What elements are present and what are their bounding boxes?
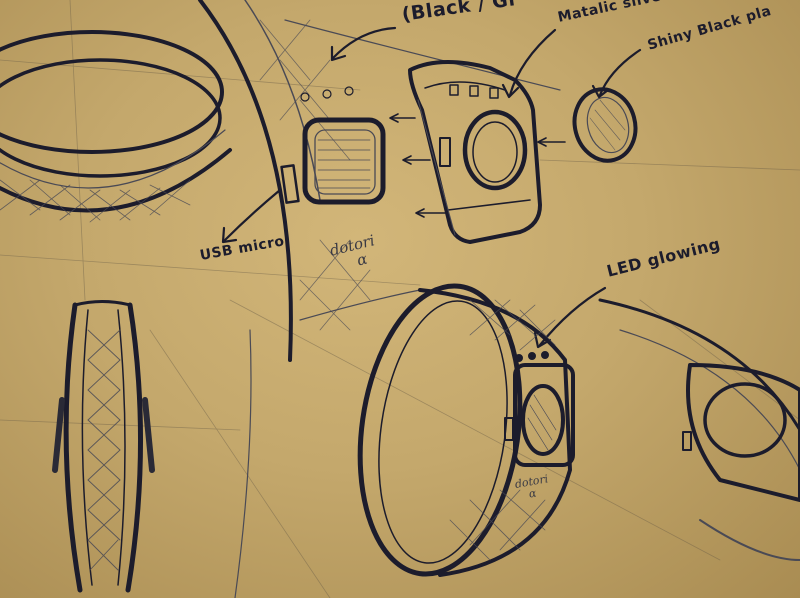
wristband-top-left xyxy=(0,32,230,222)
arrow-icon xyxy=(333,28,395,58)
metallic-housing xyxy=(410,62,540,242)
arrow-icon xyxy=(510,30,555,95)
wristband-side-view xyxy=(55,302,152,591)
wristband-right-partial xyxy=(600,300,800,560)
wristband-assembled xyxy=(343,276,573,585)
shiny-black-plate xyxy=(567,82,644,167)
led-dots xyxy=(517,353,548,361)
arrow-icon xyxy=(540,288,605,345)
arrow-icon xyxy=(225,190,280,240)
